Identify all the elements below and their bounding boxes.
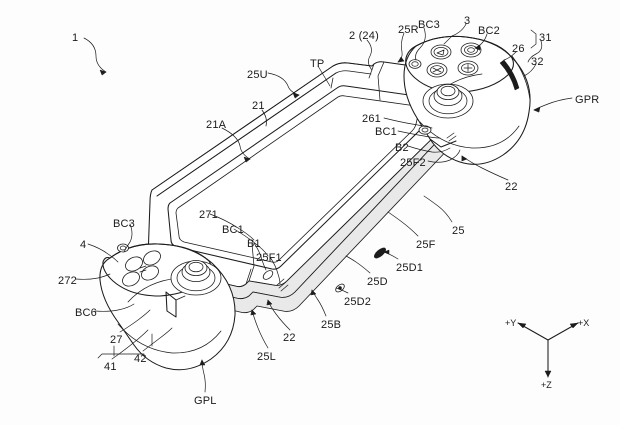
left-analog-stick (170, 259, 222, 296)
ref-label-31: 31 (539, 32, 552, 44)
left-grip (99, 243, 236, 371)
ref-label-B2: B2 (395, 142, 409, 154)
ref-label-BC3-left: BC3 (113, 218, 135, 230)
ref-label-27: 27 (110, 334, 123, 346)
ref-label-25R: 25R (398, 24, 419, 36)
ref-label-271: 271 (199, 209, 218, 221)
ref-label-TP: TP (310, 58, 325, 70)
ref-label-BC3-right: BC3 (418, 19, 440, 31)
ref-label-25U: 25U (247, 69, 268, 81)
axis-label-z: +Z (541, 380, 552, 390)
ref-label-3: 3 (464, 15, 471, 27)
ref-label-25D1: 25D1 (396, 262, 424, 274)
ref-label-21: 21 (252, 100, 265, 112)
ref-label-GPR: GPR (575, 94, 600, 106)
ref-label-25D: 25D (367, 276, 388, 288)
ref-label-25F2: 25F2 (400, 157, 426, 169)
ref-label-272: 272 (58, 275, 77, 287)
right-grip (403, 35, 531, 165)
ref-label-25: 25 (452, 225, 465, 237)
right-action-buttons (408, 42, 482, 78)
ref-label-25F: 25F (416, 239, 436, 251)
ref-label-2-24: 2 (24) (349, 30, 379, 42)
ref-label-25D2: 25D2 (344, 296, 372, 308)
axis-label-y: +Y (505, 318, 517, 328)
ref-label-22-left: 22 (283, 332, 296, 344)
ref-label-BC1-left: BC1 (222, 224, 244, 236)
ref-label-4: 4 (80, 239, 87, 251)
ref-label-BC1-right: BC1 (375, 126, 397, 138)
ref-label-26: 26 (512, 43, 525, 55)
ref-label-BC2: BC2 (478, 25, 500, 37)
leader-lines (75, 23, 573, 393)
ref-label-B1: B1 (247, 238, 261, 250)
ref-label-22-right: 22 (505, 181, 518, 193)
axis-label-x: +X (578, 318, 590, 328)
ref-label-32: 32 (531, 56, 544, 68)
ref-label-25F1: 25F1 (256, 252, 282, 264)
ref-label-GPL: GPL (194, 395, 217, 407)
left-dpad (122, 250, 161, 287)
ref-label-25B: 25B (321, 319, 342, 331)
ref-label-41: 41 (104, 361, 117, 373)
right-analog-stick (422, 83, 474, 119)
ref-label-261: 261 (362, 113, 381, 125)
ref-label-BC6: BC6 (75, 307, 97, 319)
ref-label-1: 1 (72, 32, 79, 44)
ref-label-42: 42 (134, 353, 147, 365)
ref-label-25L: 25L (257, 351, 276, 363)
ref-label-21A: 21A (206, 119, 227, 131)
axis-indicator (517, 322, 579, 378)
